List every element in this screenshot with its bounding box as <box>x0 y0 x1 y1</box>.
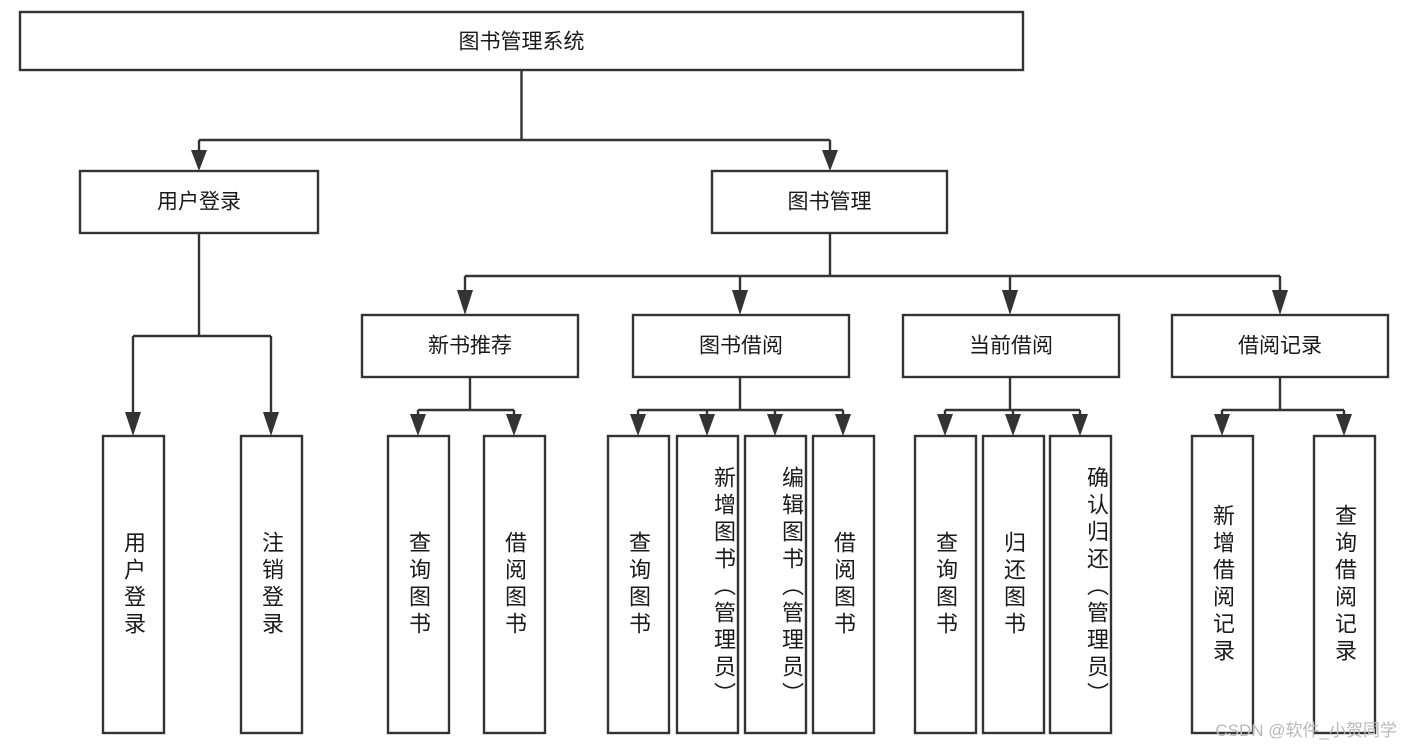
node-new-book-recommend[interactable]: 新书推荐 <box>360 313 580 379</box>
node-leaf-add-record-box[interactable] <box>1190 434 1255 735</box>
arrow-head-book-borrow <box>732 290 748 315</box>
node-leaf-borrow-book-box[interactable] <box>811 434 876 735</box>
node-leaf-query-book-cur-label: 查询图书 <box>933 530 959 639</box>
arrow-head-current-borrow <box>1002 290 1018 315</box>
node-leaf-confirm-return-label: 确认归还（管理员） <box>1084 466 1109 709</box>
node-leaf-query-book-box[interactable] <box>606 434 671 735</box>
node-leaf-edit-book-label: 编辑图书（管理员） <box>779 466 804 709</box>
node-leaf-borrow-book-label: 借阅图书 <box>831 530 857 639</box>
node-current-borrow-label: 当前借阅 <box>969 335 1053 358</box>
node-leaf-user-login-label: 用户登录 <box>121 530 147 639</box>
node-leaf-query-book-rec-label: 查询图书 <box>406 530 432 639</box>
arrow-head-leaf-logout <box>263 412 279 436</box>
node-leaf-query-book-rec[interactable] <box>386 434 451 735</box>
node-current-borrow[interactable]: 当前借阅 <box>901 313 1121 379</box>
leaf-label-layer: 用户登录 注销登录 查询图书 借阅图书 查询图书 新增图书（管理员） 编辑图书（… <box>121 466 1358 709</box>
connector-layer <box>125 70 1352 436</box>
arrow-head-leaf-borrow-book <box>835 414 851 436</box>
node-new-book-recommend-box[interactable] <box>360 313 580 379</box>
node-leaf-query-book-rec-box[interactable] <box>386 434 451 735</box>
arrow-head-leaf-edit-book <box>767 414 783 436</box>
node-leaf-add-book-box[interactable] <box>675 434 740 735</box>
node-leaf-borrow-book-rec[interactable] <box>482 434 547 735</box>
node-leaf-add-book[interactable] <box>675 434 740 735</box>
node-user-login-label: 用户登录 <box>157 191 241 214</box>
node-leaf-logout-label: 注销登录 <box>259 530 285 639</box>
node-leaf-confirm-return-box[interactable] <box>1048 434 1113 735</box>
node-leaf-edit-book[interactable] <box>743 434 808 735</box>
arrow-head-leaf-query-record <box>1336 414 1352 436</box>
arrow-head-leaf-add-book <box>699 414 715 436</box>
node-borrow-record-label: 借阅记录 <box>1238 335 1322 358</box>
node-leaf-borrow-book-rec-box[interactable] <box>482 434 547 735</box>
node-book-manage-box[interactable] <box>710 169 949 235</box>
node-book-manage-label: 图书管理 <box>788 191 872 214</box>
node-leaf-logout-box[interactable] <box>239 434 304 735</box>
node-leaf-add-record[interactable] <box>1190 434 1255 735</box>
node-leaf-borrow-book[interactable] <box>811 434 876 735</box>
node-user-login-box[interactable] <box>78 169 320 235</box>
node-root-box[interactable] <box>18 10 1025 72</box>
node-user-login[interactable]: 用户登录 <box>78 169 320 235</box>
node-book-borrow[interactable]: 图书借阅 <box>631 313 851 379</box>
arrow-head-leaf-borrow-book-rec <box>506 414 522 436</box>
node-new-book-recommend-label: 新书推荐 <box>428 335 512 358</box>
node-leaf-add-book-label: 新增图书（管理员） <box>711 466 736 709</box>
arrow-head-borrow-record <box>1272 290 1288 315</box>
node-leaf-user-login[interactable] <box>101 434 166 735</box>
node-leaf-query-book-cur[interactable] <box>913 434 978 735</box>
arrow-head-leaf-user-login <box>125 412 141 436</box>
arrow-head-leaf-query-book <box>630 414 646 436</box>
arrow-head-new-book-recommend <box>457 290 473 315</box>
node-current-borrow-box[interactable] <box>901 313 1121 379</box>
node-leaf-return-book[interactable] <box>981 434 1046 735</box>
arrow-head-user-login <box>191 150 207 171</box>
node-book-borrow-label: 图书借阅 <box>699 335 783 358</box>
node-root[interactable]: 图书管理系统 <box>18 10 1025 72</box>
node-leaf-logout[interactable] <box>239 434 304 735</box>
node-leaf-query-record-label: 查询借阅记录 <box>1332 503 1358 666</box>
node-leaf-borrow-book-rec-label: 借阅图书 <box>502 530 528 639</box>
node-leaf-return-book-label: 归还图书 <box>1001 530 1027 639</box>
arrow-head-book-manage <box>822 150 838 171</box>
node-leaf-query-record-box[interactable] <box>1312 434 1377 735</box>
node-book-manage[interactable]: 图书管理 <box>710 169 949 235</box>
arrow-head-leaf-query-book-cur <box>937 414 953 436</box>
node-leaf-add-record-label: 新增借阅记录 <box>1210 503 1236 666</box>
node-leaf-query-book-label: 查询图书 <box>626 530 652 639</box>
arrow-head-leaf-query-book-rec <box>410 414 426 436</box>
node-borrow-record-box[interactable] <box>1170 313 1390 379</box>
node-root-label: 图书管理系统 <box>459 31 585 54</box>
node-leaf-return-book-box[interactable] <box>981 434 1046 735</box>
node-borrow-record[interactable]: 借阅记录 <box>1170 313 1390 379</box>
arrow-head-leaf-return-book <box>1005 414 1021 436</box>
arrow-head-leaf-confirm-return <box>1072 414 1088 436</box>
arrow-head-leaf-add-record <box>1214 414 1230 436</box>
csdn-watermark: CSDN @软件_小贺同学 <box>1215 721 1397 740</box>
node-leaf-edit-book-box[interactable] <box>743 434 808 735</box>
node-leaf-user-login-box[interactable] <box>101 434 166 735</box>
node-leaf-query-book[interactable] <box>606 434 671 735</box>
node-leaf-confirm-return[interactable] <box>1048 434 1113 735</box>
node-book-borrow-box[interactable] <box>631 313 851 379</box>
node-leaf-query-record[interactable] <box>1312 434 1377 735</box>
node-leaf-query-book-cur-box[interactable] <box>913 434 978 735</box>
node-layer: 图书管理系统 用户登录 图书管理 新书推荐 图书借阅 当前 <box>18 10 1390 735</box>
